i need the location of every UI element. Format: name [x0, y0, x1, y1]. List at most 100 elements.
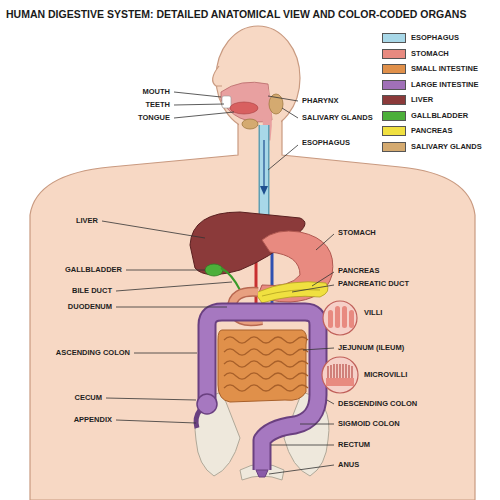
esophagus-tube-part [263, 140, 264, 188]
organ-label: GALLBLADDER [65, 265, 122, 275]
small-intestine-part [224, 337, 308, 343]
leader-lines-part [174, 112, 234, 118]
leader-lines-part [268, 96, 298, 101]
small-intestine-part [224, 373, 308, 379]
organ-label: PHARYNX [302, 96, 338, 106]
legend-swatch [382, 33, 406, 43]
legend-swatch [382, 80, 406, 90]
pancreas-organ [255, 282, 328, 303]
leader-lines-part [174, 104, 224, 105]
organ-label: MICROVILLI [364, 370, 407, 380]
leader-lines [102, 92, 334, 474]
mouth-region-part [242, 119, 258, 129]
legend-swatch [382, 49, 406, 59]
large-intestine-part [256, 470, 268, 477]
organ-label: TONGUE [138, 113, 170, 123]
body-silhouette-part [213, 66, 222, 86]
leader-lines-part [327, 400, 334, 404]
microvilli-inset-part [328, 364, 352, 378]
villi-inset [323, 301, 357, 335]
legend-text: SALIVARY GLANDS [411, 142, 482, 152]
legend-text: PANCREAS [411, 126, 453, 136]
organ-label: BILE DUCT [72, 286, 112, 296]
leader-lines-part [134, 353, 197, 354]
organ-label: VILLI [364, 308, 382, 318]
body-silhouette [30, 26, 475, 500]
leader-lines-part [268, 145, 298, 170]
microvilli-inset-part [322, 357, 358, 393]
large-intestine-part [197, 394, 217, 414]
legend-text: ESOPHAGUS [411, 33, 459, 43]
organ-label: RECTUM [338, 440, 370, 450]
legend-text: SMALL INTESTINE [411, 64, 478, 74]
leader-lines-part [116, 282, 232, 291]
leader-lines-part [271, 445, 334, 446]
organ-label: TEETH [145, 100, 170, 110]
gallbladder-organ-part [205, 264, 223, 276]
mouth-region-part [222, 96, 231, 108]
organ-label: SIGMOID COLON [338, 419, 400, 429]
legend-swatch [382, 142, 406, 152]
pancreas-organ-part [262, 290, 320, 296]
organ-label: LIVER [76, 216, 98, 226]
villi-inset-part [335, 306, 340, 328]
villi-inset-part [323, 301, 357, 335]
organ-label: ANUS [338, 460, 359, 470]
leader-lines-part [312, 272, 334, 286]
legend-swatch [382, 95, 406, 105]
mouth-region [221, 82, 283, 140]
small-intestine-part [224, 385, 308, 391]
leader-lines-part [316, 234, 334, 250]
legend-text: LIVER [411, 95, 433, 105]
organ-label: STOMACH [338, 228, 376, 238]
legend-swatch [382, 111, 406, 121]
legend-text: LARGE INTESTINE [411, 80, 479, 90]
gallbladder-organ [205, 264, 240, 290]
pancreas-organ-part [255, 282, 328, 303]
organ-label: CECUM [75, 393, 103, 403]
leader-lines-part [269, 465, 334, 474]
organ-label: PANCREAS [338, 266, 380, 276]
villi-inset-part [328, 310, 333, 328]
organ-label: DUODENUM [68, 302, 112, 312]
gallbladder-organ-part [221, 268, 240, 290]
large-intestine-part [196, 410, 200, 428]
legend-text: GALLBLADDER [411, 111, 468, 121]
large-intestine [196, 312, 318, 477]
organ-label: PANCREATIC DUCT [338, 279, 409, 289]
small-intestine-part [224, 349, 308, 355]
leader-lines-part [126, 270, 205, 271]
legend-swatch [382, 126, 406, 136]
leader-lines-part [300, 424, 334, 425]
mouth-region-part [230, 102, 258, 114]
legend-swatch [382, 64, 406, 74]
leader-lines-part [282, 108, 298, 118]
small-intestine [218, 330, 308, 402]
villi-inset-part [349, 310, 354, 328]
organ-label: MOUTH [143, 87, 171, 97]
esophagus-tube-part [260, 186, 268, 195]
legend-text: STOMACH [411, 49, 449, 59]
large-intestine-part [207, 312, 318, 470]
leader-lines-part [174, 92, 221, 97]
organ-label: SALIVARY GLANDS [302, 113, 373, 123]
body-silhouette-part [30, 115, 475, 500]
organ-label: DESCENDING COLON [338, 399, 417, 409]
microvilli-inset [322, 357, 358, 393]
microvilli-inset-part [326, 378, 354, 386]
organ-label: ASCENDING COLON [56, 348, 130, 358]
small-intestine-part [224, 361, 308, 367]
leader-lines-part [303, 348, 334, 350]
diagram-title: HUMAN DIGESTIVE SYSTEM: DETAILED ANATOMI… [6, 7, 466, 21]
leader-lines-part [116, 420, 196, 423]
body-silhouette-part [216, 26, 300, 130]
leader-lines-part [292, 285, 334, 292]
organ-label: JEJUNUM (ILEUM) [338, 343, 404, 353]
large-intestine-part [207, 312, 318, 470]
villi-inset-part [342, 306, 347, 328]
organ-label: ESOPHAGUS [302, 138, 350, 148]
leader-lines-part [116, 307, 227, 308]
leader-lines-part [102, 221, 205, 238]
leader-lines-part [106, 398, 196, 400]
